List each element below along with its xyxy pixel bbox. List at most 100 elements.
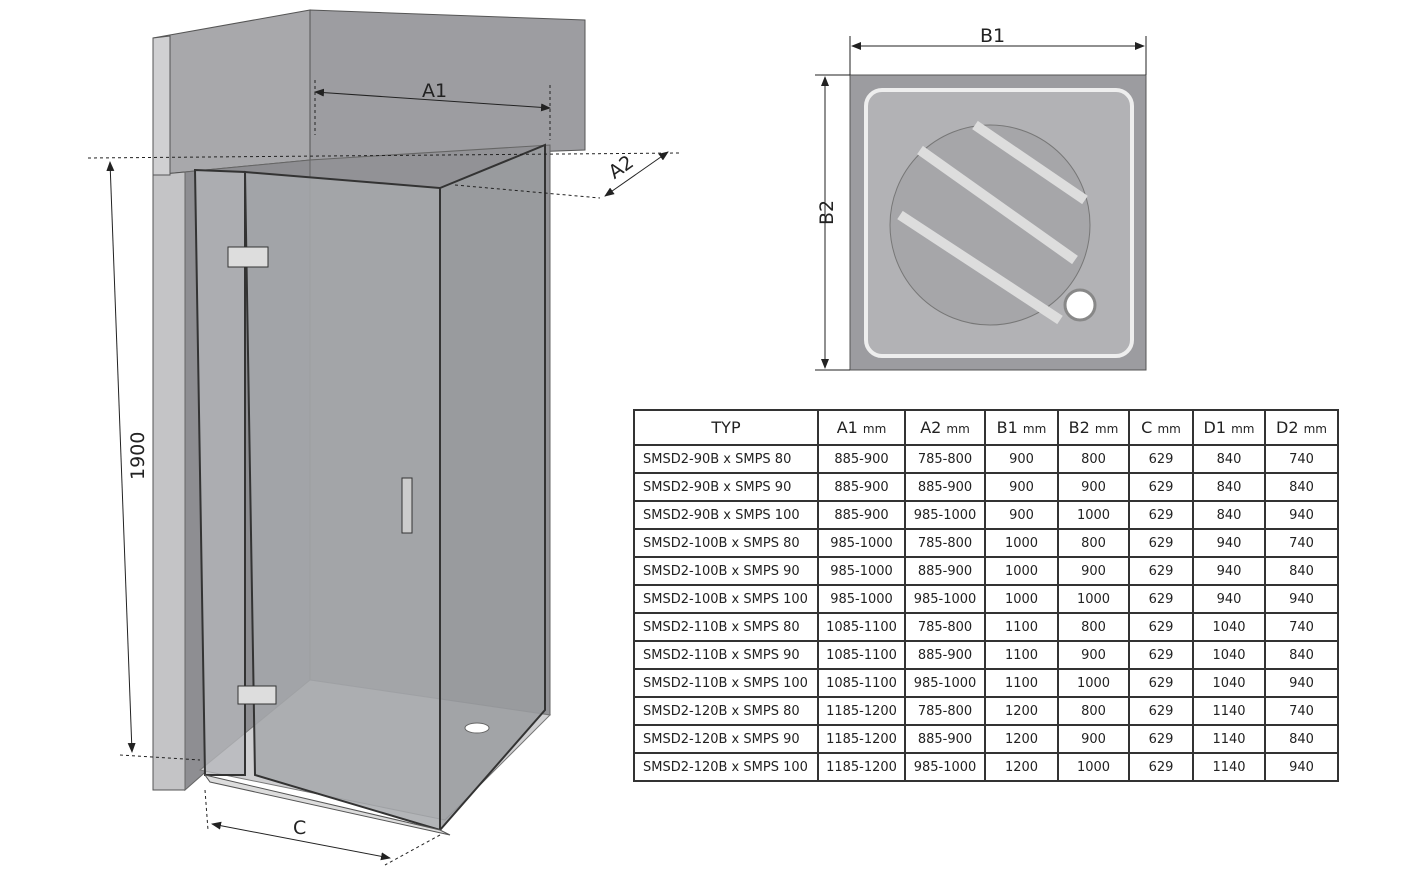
value-cell: 940	[1264, 668, 1339, 698]
value-cell: 800	[1057, 612, 1130, 642]
value-cell: 985-1000	[817, 584, 906, 614]
shower-enclosure	[152, 9, 586, 836]
dimension-a1-label: A1	[422, 80, 447, 102]
value-cell: 629	[1128, 668, 1194, 698]
value-cell: 940	[1192, 556, 1266, 586]
column-header-unit: mm	[1022, 422, 1047, 436]
model-cell: SMSD2-110B x SMPS 90	[633, 640, 819, 670]
value-cell: 740	[1264, 612, 1339, 642]
column-header-unit: mm	[1157, 422, 1181, 436]
dimension-height-label: 1900	[127, 432, 149, 480]
value-cell: 740	[1264, 696, 1339, 726]
value-cell: 1040	[1192, 612, 1266, 642]
dimension-a2-label: A2	[605, 151, 638, 183]
value-cell: 1000	[984, 556, 1059, 586]
value-cell: 1000	[1057, 584, 1130, 614]
value-cell: 629	[1128, 556, 1194, 586]
value-cell: 840	[1192, 444, 1266, 474]
value-cell: 840	[1192, 472, 1266, 502]
value-cell: 629	[1128, 584, 1194, 614]
value-cell: 900	[1057, 640, 1130, 670]
value-cell: 1185-1200	[817, 696, 906, 726]
value-cell: 840	[1264, 556, 1339, 586]
column-header: A1 mm	[817, 409, 906, 446]
column-header-unit: mm	[1303, 422, 1327, 436]
value-cell: 900	[1057, 724, 1130, 754]
value-cell: 940	[1192, 528, 1266, 558]
value-cell: 885-900	[817, 500, 906, 530]
value-cell: 785-800	[904, 444, 986, 474]
value-cell: 940	[1192, 584, 1266, 614]
value-cell: 1000	[1057, 668, 1130, 698]
dimension-c-label: C	[293, 817, 306, 839]
value-cell: 985-1000	[904, 500, 986, 530]
column-header: B2 mm	[1057, 409, 1130, 446]
value-cell: 785-800	[904, 612, 986, 642]
value-cell: 985-1000	[817, 556, 906, 586]
value-cell: 940	[1264, 500, 1339, 530]
value-cell: 1140	[1192, 696, 1266, 726]
value-cell: 1000	[984, 528, 1059, 558]
value-cell: 1085-1100	[817, 640, 906, 670]
value-cell: 785-800	[904, 528, 986, 558]
value-cell: 800	[1057, 444, 1130, 474]
value-cell: 740	[1264, 528, 1339, 558]
value-cell: 840	[1264, 640, 1339, 670]
value-cell: 629	[1128, 752, 1194, 782]
column-header-name: A1	[836, 418, 858, 437]
value-cell: 1185-1200	[817, 724, 906, 754]
value-cell: 1100	[984, 612, 1059, 642]
value-cell: 900	[984, 444, 1059, 474]
column-header: B1 mm	[984, 409, 1059, 446]
column-header: C mm	[1128, 409, 1194, 446]
model-cell: SMSD2-120B x SMPS 100	[633, 752, 819, 782]
model-cell: SMSD2-100B x SMPS 100	[633, 584, 819, 614]
value-cell: 1200	[984, 696, 1059, 726]
column-header: A2 mm	[904, 409, 986, 446]
value-cell: 840	[1264, 472, 1339, 502]
model-cell: SMSD2-90B x SMPS 100	[633, 500, 819, 530]
column-header-name: D1	[1203, 418, 1227, 437]
value-cell: 1000	[1057, 500, 1130, 530]
model-cell: SMSD2-100B x SMPS 80	[633, 528, 819, 558]
value-cell: 885-900	[904, 556, 986, 586]
column-header: TYP	[633, 409, 819, 446]
value-cell: 840	[1192, 500, 1266, 530]
value-cell: 1140	[1192, 724, 1266, 754]
value-cell: 1100	[984, 640, 1059, 670]
model-cell: SMSD2-110B x SMPS 80	[633, 612, 819, 642]
column-header-name: B1	[996, 418, 1018, 437]
dimension-b2-label: B2	[816, 200, 838, 225]
value-cell: 900	[1057, 556, 1130, 586]
value-cell: 885-900	[817, 444, 906, 474]
column-header-name: B2	[1068, 418, 1090, 437]
value-cell: 885-900	[817, 472, 906, 502]
value-cell: 985-1000	[904, 752, 986, 782]
value-cell: 740	[1264, 444, 1339, 474]
dimension-lines	[87, 80, 681, 866]
column-header: D2 mm	[1264, 409, 1339, 446]
value-cell: 885-900	[904, 640, 986, 670]
value-cell: 629	[1128, 472, 1194, 502]
value-cell: 1000	[984, 584, 1059, 614]
value-cell: 985-1000	[904, 668, 986, 698]
value-cell: 1200	[984, 724, 1059, 754]
column-header-name: D2	[1276, 418, 1299, 437]
shower-tray	[849, 74, 1147, 371]
value-cell: 629	[1128, 612, 1194, 642]
column-header-unit: mm	[946, 422, 970, 436]
dimension-b1-label: B1	[980, 25, 1005, 47]
column-header-name: A2	[920, 418, 942, 437]
value-cell: 1085-1100	[817, 612, 906, 642]
value-cell: 1100	[984, 668, 1059, 698]
